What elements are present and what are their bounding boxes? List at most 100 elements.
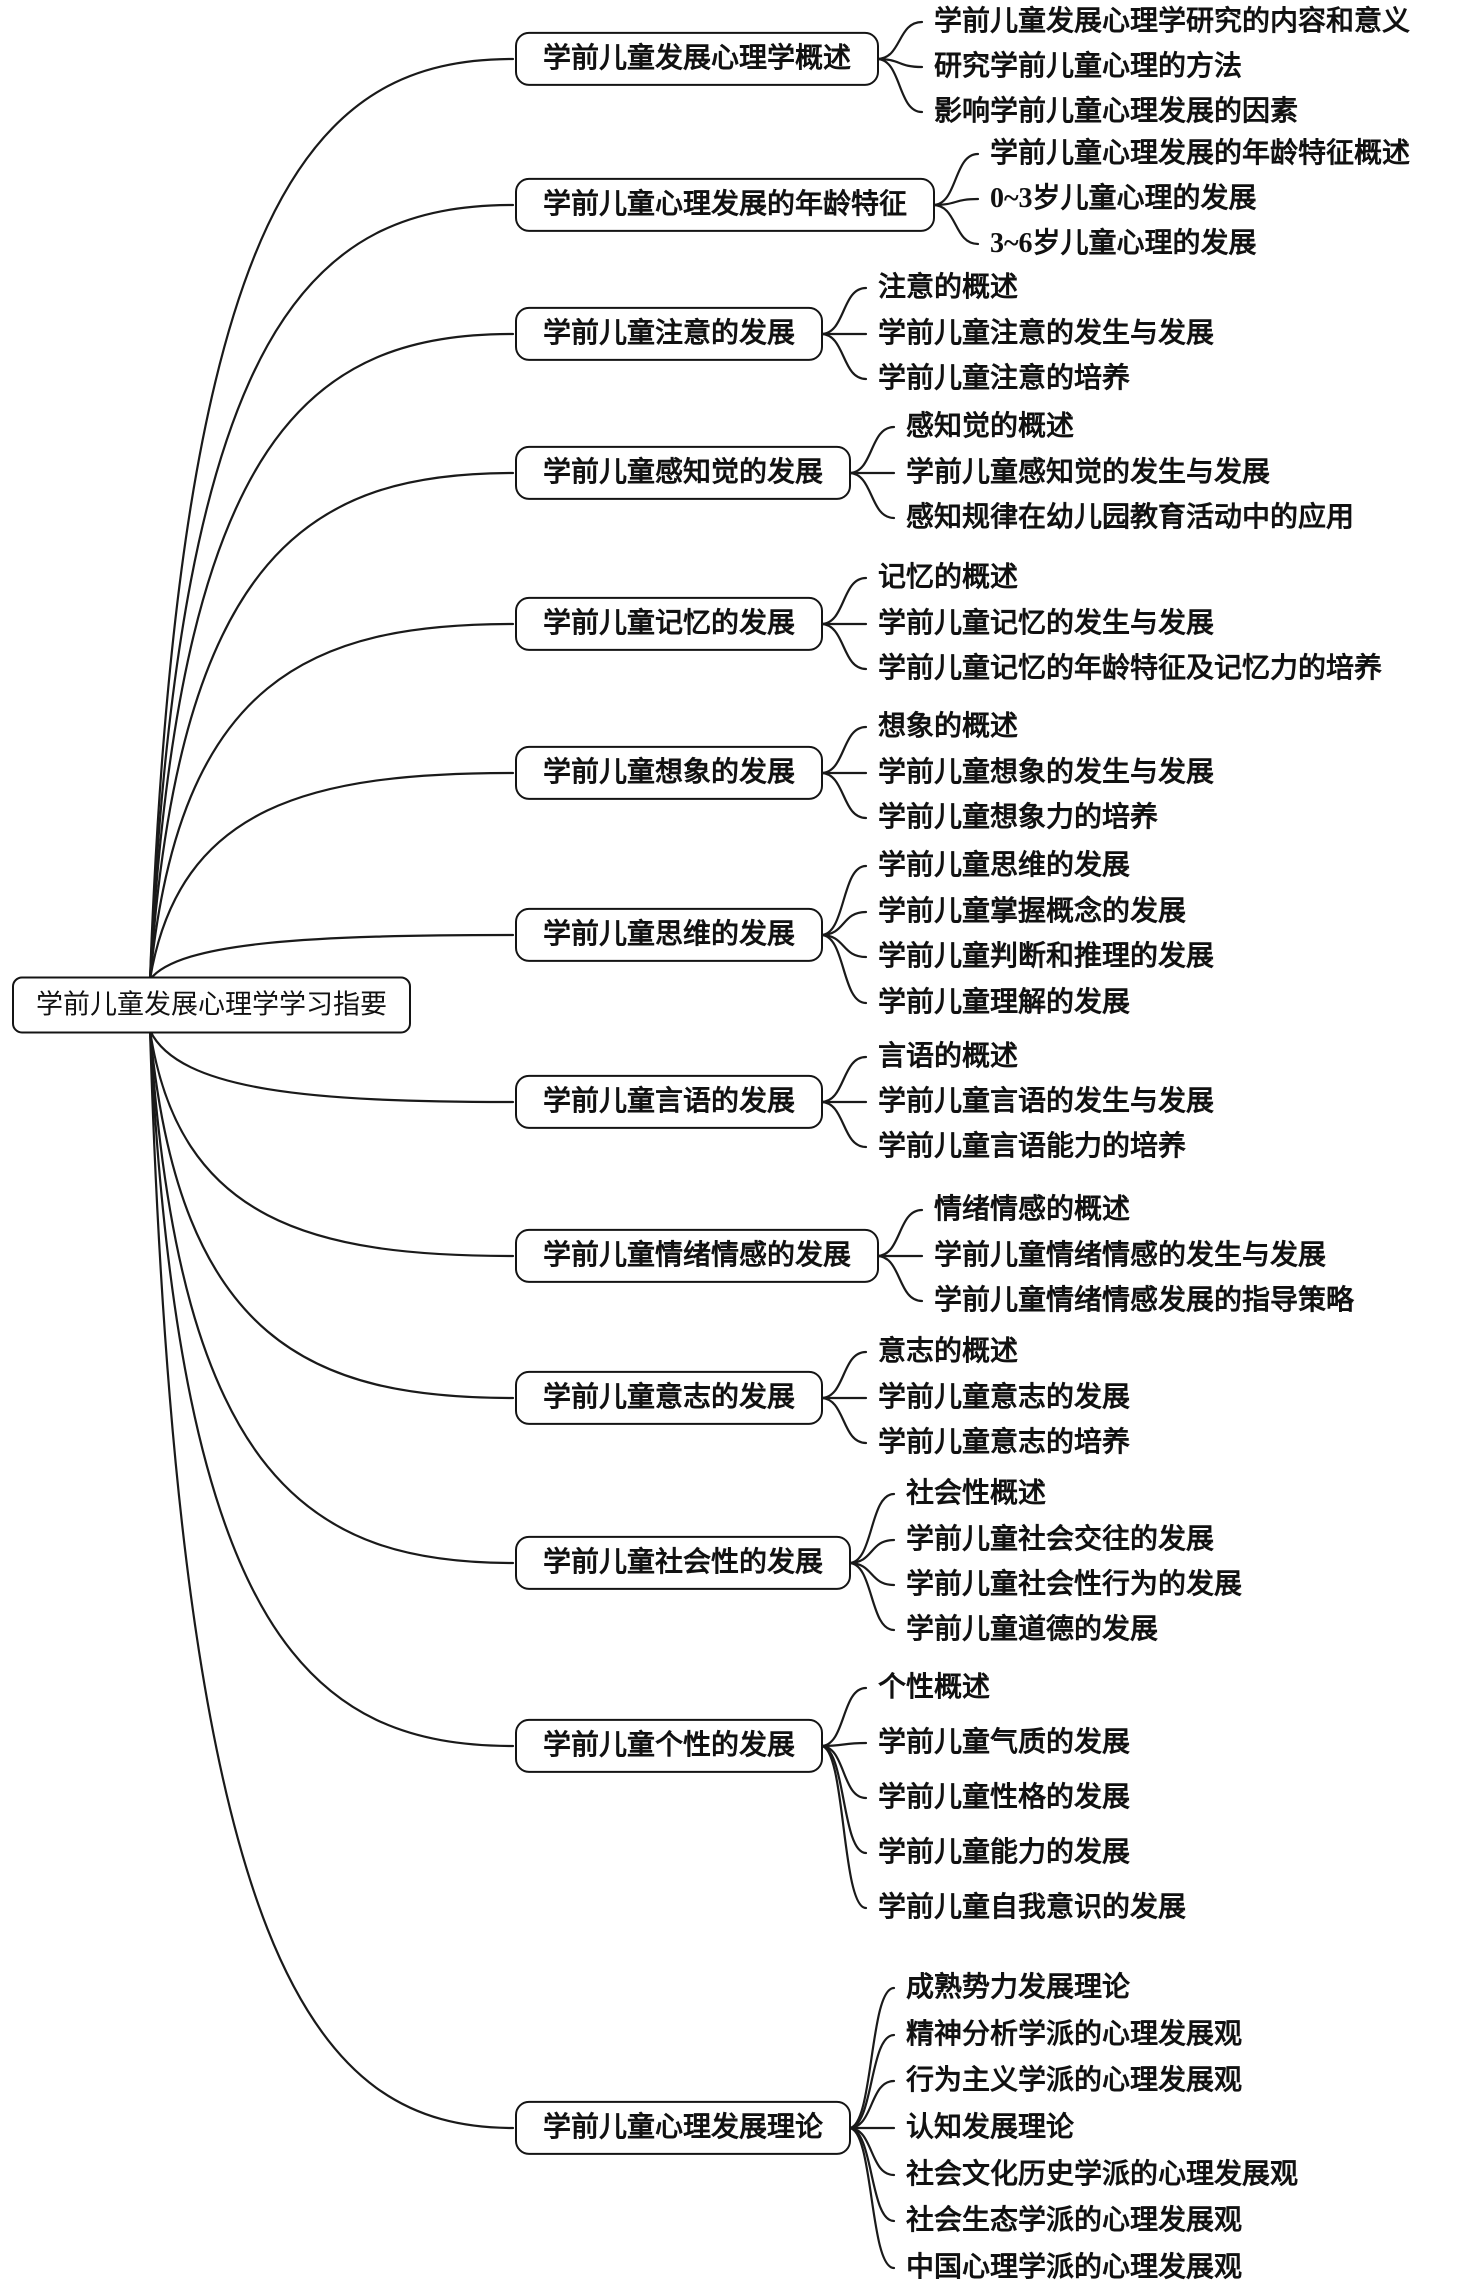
branch-node[interactable]: 学前儿童意志的发展 — [515, 1370, 824, 1426]
connector-edge — [819, 864, 868, 937]
leaf-node[interactable]: 学前儿童自我意识的发展 — [878, 1891, 1187, 1925]
leaf-node[interactable]: 学前儿童气质的发展 — [878, 1726, 1131, 1760]
branch-node[interactable]: 学前儿童言语的发展 — [515, 1074, 824, 1130]
leaf-node[interactable]: 学前儿童感知觉的发生与发展 — [906, 456, 1271, 490]
connector-edge — [847, 2126, 896, 2177]
leaf-node[interactable]: 学前儿童言语的发生与发展 — [878, 1085, 1215, 1119]
leaf-node[interactable]: 学前儿童意志的培养 — [878, 1426, 1131, 1460]
leaf-node[interactable]: 学前儿童想象力的培养 — [878, 801, 1159, 835]
leaf-node[interactable]: 意志的概述 — [878, 1335, 1019, 1369]
leaf-node[interactable]: 社会文化历史学派的心理发展观 — [906, 2158, 1299, 2192]
leaf-node[interactable]: 记忆的概述 — [878, 561, 1019, 595]
branch-node[interactable]: 学前儿童记忆的发展 — [515, 596, 824, 652]
connector-edge — [847, 1492, 896, 1565]
connector-edge — [875, 1254, 924, 1303]
leaf-node[interactable]: 学前儿童社会性行为的发展 — [906, 1568, 1243, 1602]
leaf-node[interactable]: 行为主义学派的心理发展观 — [906, 2064, 1243, 2098]
leaf-node[interactable]: 感知规律在幼儿园教育活动中的应用 — [906, 501, 1355, 535]
connector-edge — [875, 1208, 924, 1258]
connector-edge — [931, 197, 980, 207]
leaf-node[interactable]: 学前儿童发展心理学研究的内容和意义 — [934, 5, 1411, 39]
leaf-node[interactable]: 成熟势力发展理论 — [906, 1971, 1131, 2005]
connector-edge — [148, 1029, 515, 1748]
leaf-node[interactable]: 精神分析学派的心理发展观 — [906, 2018, 1243, 2052]
leaf-node[interactable]: 学前儿童想象的发生与发展 — [878, 756, 1215, 790]
leaf-node[interactable]: 想象的概述 — [878, 710, 1019, 744]
leaf-node[interactable]: 中国心理学派的心理发展观 — [906, 2251, 1243, 2285]
branch-node[interactable]: 学前儿童发展心理学概述 — [515, 31, 880, 87]
leaf-node[interactable]: 学前儿童道德的发展 — [906, 1613, 1159, 1647]
connector-edge — [819, 1350, 868, 1400]
branch-node[interactable]: 学前儿童想象的发展 — [515, 745, 824, 801]
connector-edge — [819, 576, 868, 626]
connector-edge — [819, 725, 868, 775]
leaf-node[interactable]: 学前儿童理解的发展 — [878, 986, 1131, 1020]
leaf-node[interactable]: 学前儿童能力的发展 — [878, 1836, 1131, 1870]
leaf-node[interactable]: 学前儿童意志的发展 — [878, 1381, 1131, 1415]
branch-node[interactable]: 学前儿童社会性的发展 — [515, 1535, 852, 1591]
branch-node[interactable]: 学前儿童个性的发展 — [515, 1718, 824, 1774]
leaf-node[interactable]: 学前儿童记忆的发生与发展 — [878, 607, 1215, 641]
connector-edge — [819, 1744, 868, 1855]
leaf-node[interactable]: 注意的概述 — [878, 271, 1019, 305]
leaf-node[interactable]: 言语的概述 — [878, 1040, 1019, 1074]
connector-edge — [931, 203, 980, 246]
branch-node[interactable]: 学前儿童思维的发展 — [515, 907, 824, 963]
branch-node[interactable]: 学前儿童情绪情感的发展 — [515, 1228, 880, 1284]
connector-edge — [847, 1986, 896, 2130]
branch-node[interactable]: 学前儿童心理发展的年龄特征 — [515, 177, 936, 233]
root-node[interactable]: 学前儿童发展心理学学习指要 — [12, 976, 411, 1034]
connector-edge — [819, 910, 868, 937]
connector-edge — [148, 771, 515, 981]
leaf-node[interactable]: 学前儿童掌握概念的发展 — [878, 895, 1187, 929]
connector-edge — [847, 1561, 896, 1632]
leaf-node[interactable]: 学前儿童心理发展的年龄特征概述 — [990, 137, 1411, 171]
connector-edge — [875, 20, 924, 61]
connector-edge — [931, 152, 980, 207]
leaf-node[interactable]: 影响学前儿童心理发展的因素 — [934, 95, 1299, 129]
connector-edge — [819, 286, 868, 336]
connector-edge — [148, 471, 515, 981]
leaf-node[interactable]: 研究学前儿童心理的方法 — [934, 50, 1243, 84]
leaf-node[interactable]: 3~6岁儿童心理的发展 — [990, 227, 1257, 261]
leaf-node[interactable]: 0~3岁儿童心理的发展 — [990, 182, 1257, 216]
leaf-node[interactable]: 学前儿童注意的培养 — [878, 362, 1131, 396]
leaf-node[interactable]: 社会性概述 — [906, 1477, 1047, 1511]
connector-edge — [148, 57, 515, 981]
leaf-node[interactable]: 学前儿童情绪情感发展的指导策略 — [934, 1284, 1355, 1318]
branch-node[interactable]: 学前儿童注意的发展 — [515, 306, 824, 362]
connector-edge — [819, 1100, 868, 1149]
connector-edge — [847, 2079, 896, 2130]
connector-edge — [847, 2126, 896, 2270]
leaf-node[interactable]: 学前儿童性格的发展 — [878, 1781, 1131, 1815]
leaf-node[interactable]: 学前儿童社会交往的发展 — [906, 1523, 1215, 1557]
leaf-node[interactable]: 社会生态学派的心理发展观 — [906, 2204, 1243, 2238]
leaf-node[interactable]: 学前儿童注意的发生与发展 — [878, 317, 1215, 351]
connector-edge — [819, 1686, 868, 1748]
connector-edge — [819, 332, 868, 381]
connector-edge — [847, 1538, 896, 1565]
leaf-node[interactable]: 认知发展理论 — [906, 2111, 1075, 2145]
leaf-node[interactable]: 学前儿童情绪情感的发生与发展 — [934, 1239, 1327, 1273]
leaf-node[interactable]: 学前儿童思维的发展 — [878, 849, 1131, 883]
leaf-node[interactable]: 学前儿童记忆的年龄特征及记忆力的培养 — [878, 652, 1383, 686]
connector-edge — [819, 1744, 868, 1800]
connector-edge — [819, 622, 868, 671]
connector-edge — [875, 57, 924, 114]
connector-edge — [819, 1055, 868, 1104]
branch-node[interactable]: 学前儿童心理发展理论 — [515, 2100, 852, 2156]
connector-edge — [148, 933, 515, 981]
connector-edge — [819, 771, 868, 820]
connector-edge — [148, 1029, 515, 1565]
leaf-node[interactable]: 感知觉的概述 — [906, 410, 1075, 444]
connector-edge — [819, 1396, 868, 1445]
connector-edge — [847, 471, 896, 520]
leaf-node[interactable]: 情绪情感的概述 — [934, 1193, 1131, 1227]
connector-edge — [148, 332, 515, 981]
leaf-node[interactable]: 学前儿童判断和推理的发展 — [878, 940, 1215, 974]
leaf-node[interactable]: 个性概述 — [878, 1671, 991, 1705]
leaf-node[interactable]: 学前儿童言语能力的培养 — [878, 1130, 1187, 1164]
branch-node[interactable]: 学前儿童感知觉的发展 — [515, 445, 852, 501]
